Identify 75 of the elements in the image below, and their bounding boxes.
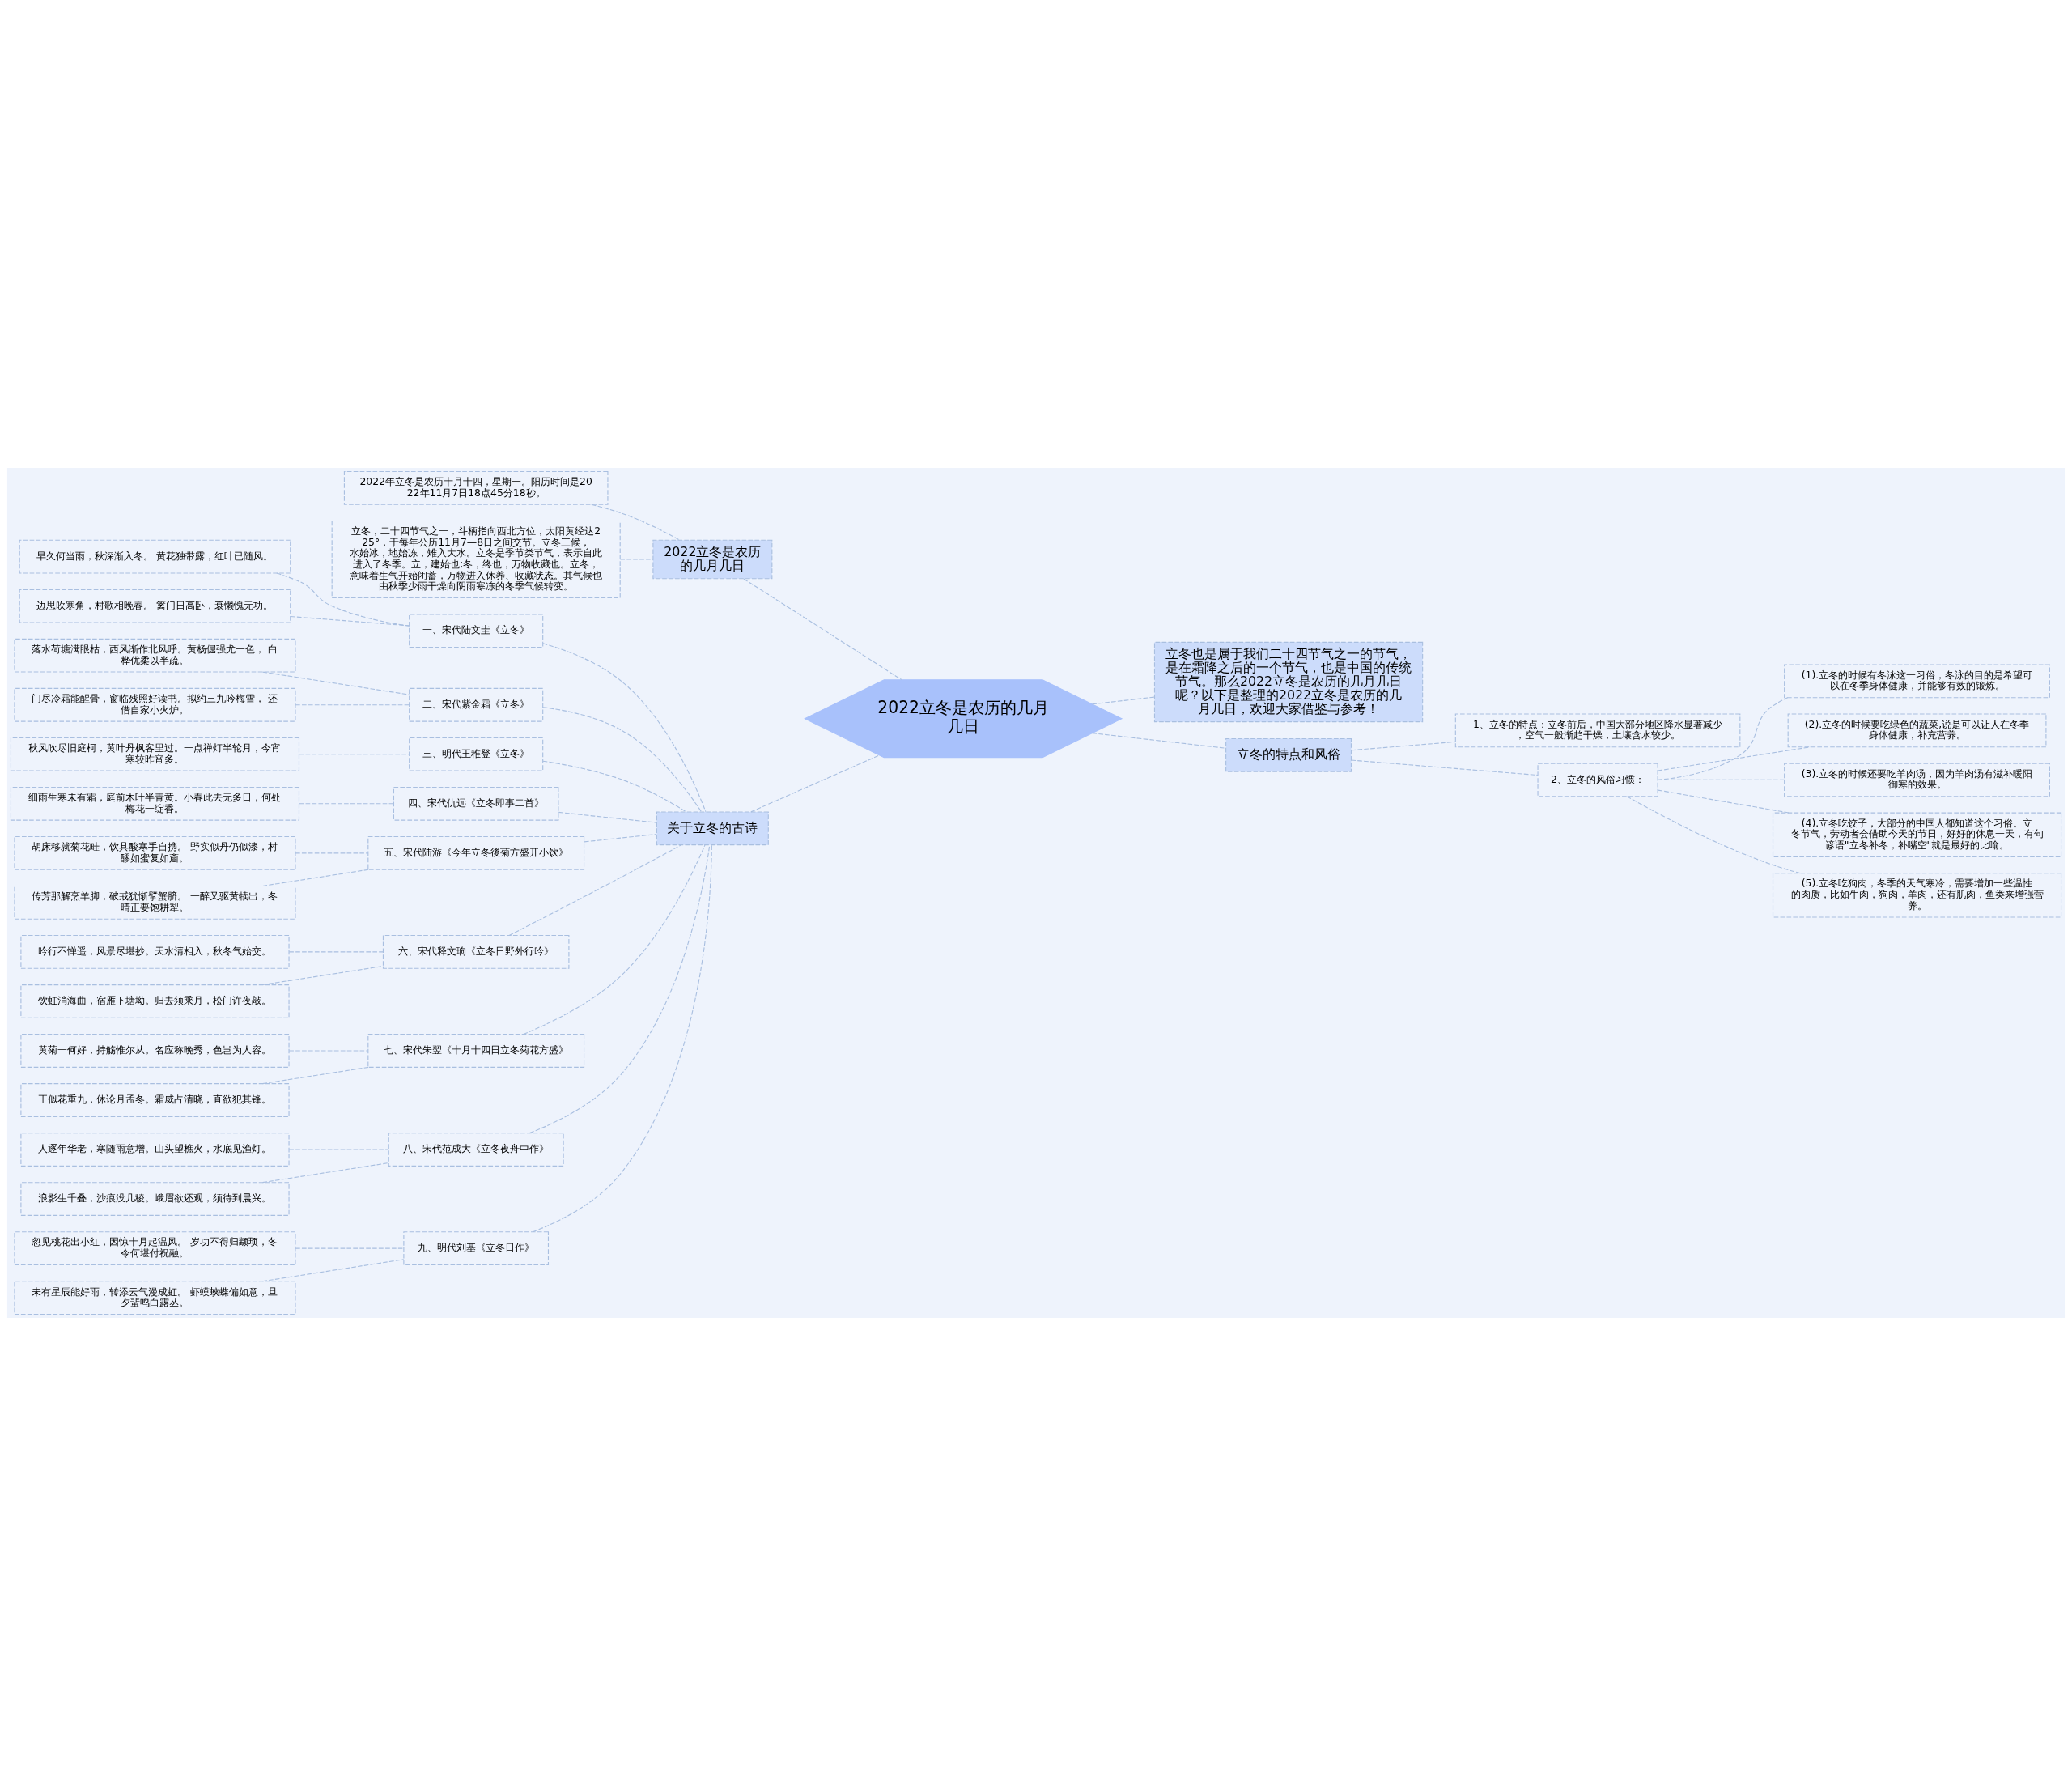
node-box: 2、立冬的风俗习惯： [1537,763,1658,797]
node-box: 边思吹寒角，村歌相晚春。 篱门日高卧，衰懒愧无功。 [19,589,291,623]
node-box: 正似花重九，休论月孟冬。霜威占清晓，直欲犯其锋。 [20,1082,290,1117]
node-box: 一、宋代陆文圭《立冬》 [409,613,544,648]
connector [288,1148,389,1150]
node-box: 落水荷塘满眼枯，西风渐作北风呼。黄杨倔强尤一色， 白桦优柔以半疏。 [14,638,296,673]
node-box: (5).立冬吃狗肉，冬季的天气寒冷，需要增加一些温性的肉质，比如牛肉，狗肉，羊肉，还有肌肉，鱼类来增强营养。 [1772,872,2062,917]
node-box: 浪影生千叠，沙痕没几稜。峨眉欲还观，须待到晨兴。 [20,1181,290,1216]
node-box: 早久何当雨，秋深渐入冬。 黄花独带露，红叶已随风。 [19,539,291,574]
connector [1091,696,1156,704]
node-box: 细雨生寒未有霜，庭前木叶半青黄。小春此去无多日，何处梅花一绽香。 [10,786,300,821]
node-box: 忽见桃花出小红，因惊十月起温风。 岁功不得归颛顼，冬令何堪付祝融。 [14,1230,296,1265]
connector [1657,696,1789,780]
connector [1657,779,1785,780]
node-box: 2022年立冬是农历十月十四，星期一。阳历时间是2022年11月7日18点45分18秒。 [343,470,609,505]
connector [750,754,881,812]
node-box: 饮虹消海曲，宿雁下塘坳。归去须乘月，松门许夜敲。 [20,984,290,1018]
node-box: 二、宋代紫金霜《立冬》 [409,687,544,722]
connector [290,615,410,626]
connector [288,1049,369,1052]
node-box: 九、明代刘基《立冬日作》 [403,1230,550,1265]
node-box: 1、立冬的特点：立冬前后，中国大部分地区降水显著减少，空气一般渐趋干燥，土壤含水较少。 [1454,712,1741,747]
connector [1657,746,1811,771]
connector [584,833,657,842]
connector [261,965,384,985]
connector [542,642,707,812]
connector [288,950,384,952]
connector [295,703,410,705]
connector [619,558,654,560]
connector [299,802,394,804]
node-box: 门尽冷霜能醒骨，窗临残照好读书。拟约三九吟梅雪， 还借自家小火炉。 [14,687,296,722]
connector [261,1066,369,1084]
connector [261,869,369,886]
node-box: 七、宋代朱翌《十月十四日立冬菊花方盛》 [367,1033,585,1068]
node-box: 立冬的特点和风俗 [1225,737,1352,772]
node-box: 吟行不惮遥，风景尽堪抄。天水清相入，秋冬气始交。 [20,934,290,969]
connector [508,844,682,936]
node-box: 未有星辰能好雨，转添云气漫成虹。 虾蟆蛱蝶偏如意，旦夕蜚鸣白露丛。 [14,1280,296,1315]
connector [276,572,410,627]
connector [591,504,681,541]
connector [523,844,706,1035]
connector [542,760,687,812]
node-box: 八、宋代范成大《立冬夜舟中作》 [388,1132,564,1167]
connector [529,844,711,1133]
connector [295,1247,405,1249]
connector [1351,759,1539,776]
connector [295,852,369,853]
connector [261,1258,405,1281]
connector [261,1162,389,1183]
node-box: 黄菊一何好，持觞惟尔从。名应称晚秀，色岂为人容。 [20,1033,290,1068]
connector [1657,789,1790,814]
connector [558,811,657,823]
connector [542,706,702,812]
connector [1351,741,1456,750]
node-box: 人逐年华老，寒随雨意增。山头望樵火，水底见渔灯。 [20,1132,290,1167]
node-box: 立冬也是属于我们二十四节气之一的节气，是在霜降之后的一个节气，也是中国的传统节气。那么2022立冬是农历的几月几日呢？以下是整理的2022立冬是农历的几月几日，欢迎大家借鉴与参考！ [1153,641,1424,722]
node-box: (3).立冬的时候还要吃羊肉汤，因为羊肉汤有滋补暖阳御寒的效果。 [1784,763,2050,797]
node-box: 关于立冬的古诗 [656,810,769,845]
node-box: 胡床移就菊花畦，饮具酸寒手自携。 野实似丹仍似漆，村醪如蜜复如齑。 [14,835,296,870]
node-box: 传芳那解烹羊脚，破戒犹惭擘蟹脐。 一醉又驱黄犊出，冬晴正要饱耕犁。 [14,885,296,920]
node-box: (4).立冬吃饺子，大部分的中国人都知道这个习俗。立冬节气，劳动者会借助今天的节日，好好的休息一天，有句谚语"立冬补冬，补嘴空"就是最好的比喻。 [1772,812,2062,857]
connector [1626,795,1801,873]
connector [1091,732,1226,749]
connector [299,753,410,754]
node-box: (1).立冬的时候有冬泳这一习俗，冬泳的目的是希望可以在冬季身体健康，并能够有效的锻炼。 [1784,663,2050,698]
connector [743,577,902,680]
node-box: 三、明代王稚登《立冬》 [409,737,544,771]
node-box: 2022立冬是农历的几月几日 [652,539,773,579]
connector [261,671,410,695]
node-box: 五、宋代陆游《今年立冬後菊方盛开小饮》 [367,835,585,870]
node-box: 立冬，二十四节气之一，斗柄指向西北方位，太阳黄经达225°，于每年公历11月7—8日之间交节。立冬三候，水始冰，地始冻，雉入大水。立冬是季节类节气，表示自此进入了冬季。立，建始也;冬，终也，万物收藏也。立冬，意味着生气开始闭蓄，万物进入休养、收藏状态。其气候也由秋季少雨干燥向阴雨寒冻的冬季气候转变。 [331,520,621,598]
node-box: 六、宋代释文珦《立冬日野外行吟》 [382,934,570,969]
node-box: 秋风吹尽旧庭柯，黄叶丹枫客里过。一点禅灯半轮月，今宵寒较昨宵多。 [10,737,300,771]
node-box: 四、宋代仇远《立冬即事二首》 [393,786,559,821]
node-box: (2).立冬的时候要吃绿色的蔬菜,说是可以让人在冬季身体健康，补充营养。 [1787,712,2047,747]
